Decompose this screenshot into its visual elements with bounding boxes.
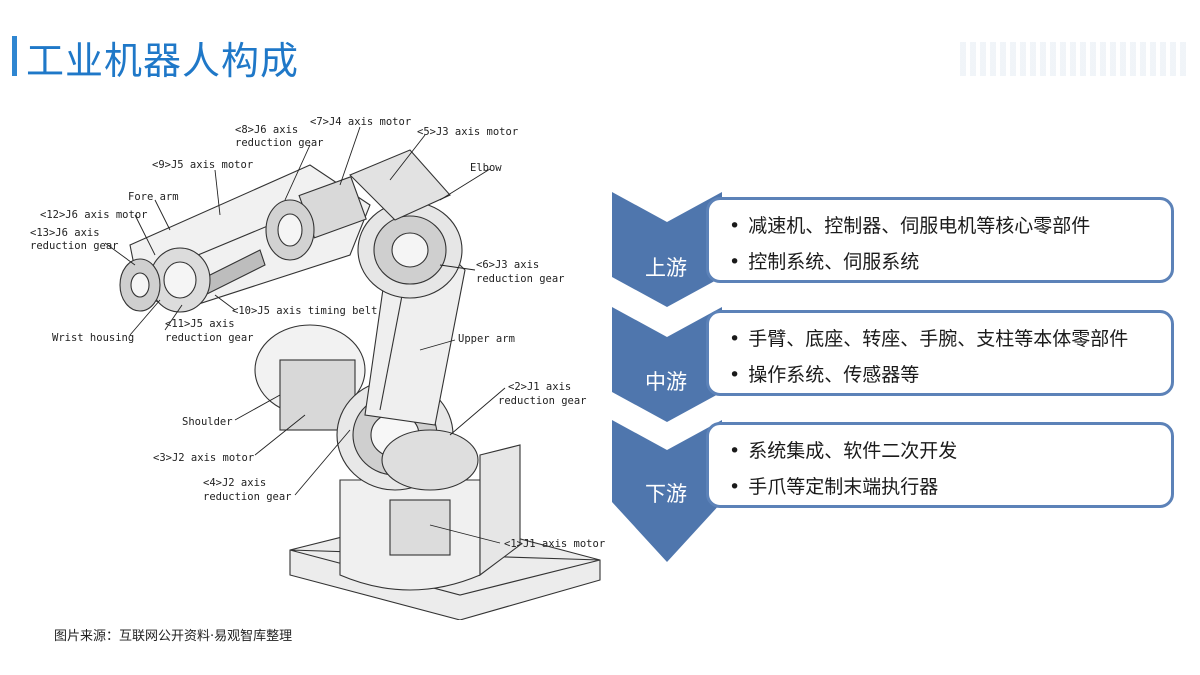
label-j3-motor: <5>J3 axis motor (417, 126, 518, 138)
label-j6-gear-8: <8>J6 axis (235, 124, 298, 136)
label-elbow: Elbow (470, 162, 502, 174)
stage-label-downstream: 下游 (645, 482, 687, 506)
label-j6-motor: <12>J6 axis motor (40, 209, 147, 221)
stage-label-midstream: 中游 (645, 370, 687, 394)
chevron-midstream (612, 307, 722, 422)
chevron-upstream (612, 192, 722, 307)
label-j5-gear: <11>J5 axis (165, 318, 235, 330)
label-j4-motor: <7>J4 axis motor (310, 116, 411, 128)
title-accent-bar (12, 36, 17, 76)
robot-diagram-svg: <8>J6 axis reduction gear <7>J4 axis mot… (30, 116, 605, 621)
label-j3-gear: <6>J3 axis (476, 259, 539, 271)
image-source-caption: 图片来源：互联网公开资料·易观智库整理 (54, 629, 293, 644)
label-upper-arm: Upper arm (458, 333, 515, 345)
label-j1-gear: <2>J1 axis (508, 381, 571, 393)
header-decoration (960, 42, 1190, 76)
stage-label-upstream: 上游 (645, 256, 687, 280)
stage-box-upstream: 减速机、控制器、伺服电机等核心零部件 控制系统、伺服系统 (706, 197, 1174, 283)
label-j1-gear-b: reduction gear (498, 395, 587, 407)
stage-item: 手爪等定制末端执行器 (729, 469, 957, 505)
chevron-downstream (612, 420, 722, 562)
stage-item: 手臂、底座、转座、手腕、支柱等本体零部件 (729, 321, 1128, 357)
stage-item: 操作系统、传感器等 (729, 357, 1128, 393)
stage-item: 控制系统、伺服系统 (729, 244, 1090, 280)
label-j6-gear-8b: reduction gear (235, 137, 324, 149)
label-j2-motor: <3>J2 axis motor (153, 452, 254, 464)
label-j6-gear-13b: reduction gear (30, 240, 119, 252)
label-shoulder: Shoulder (182, 416, 233, 428)
label-j5-gear-b: reduction gear (165, 332, 254, 344)
stage-box-downstream: 系统集成、软件二次开发 手爪等定制末端执行器 (706, 422, 1174, 508)
label-fore-arm: Fore arm (128, 191, 179, 203)
label-j1-motor: <1>J1 axis motor (504, 538, 605, 550)
label-j5-belt: <10>J5 axis timing belt (232, 305, 377, 317)
j3-motor-shape (349, 149, 451, 221)
label-j2-gear-b: reduction gear (203, 491, 292, 503)
robot-diagram: <8>J6 axis reduction gear <7>J4 axis mot… (10, 105, 610, 621)
page-title: 工业机器人构成 (26, 39, 300, 83)
label-j5-motor: <9>J5 axis motor (152, 159, 253, 171)
stage-box-midstream: 手臂、底座、转座、手腕、支柱等本体零部件 操作系统、传感器等 (706, 310, 1174, 396)
stage-item: 系统集成、软件二次开发 (729, 433, 957, 469)
j1-gear-shape (381, 429, 479, 491)
stage-chevrons (612, 192, 722, 562)
label-j6-gear-13: <13>J6 axis (30, 227, 100, 239)
label-j3-gear-b: reduction gear (476, 273, 565, 285)
stage-item: 减速机、控制器、伺服电机等核心零部件 (729, 208, 1090, 244)
label-wrist-housing: Wrist housing (52, 332, 134, 344)
label-j2-gear: <4>J2 axis (203, 477, 266, 489)
